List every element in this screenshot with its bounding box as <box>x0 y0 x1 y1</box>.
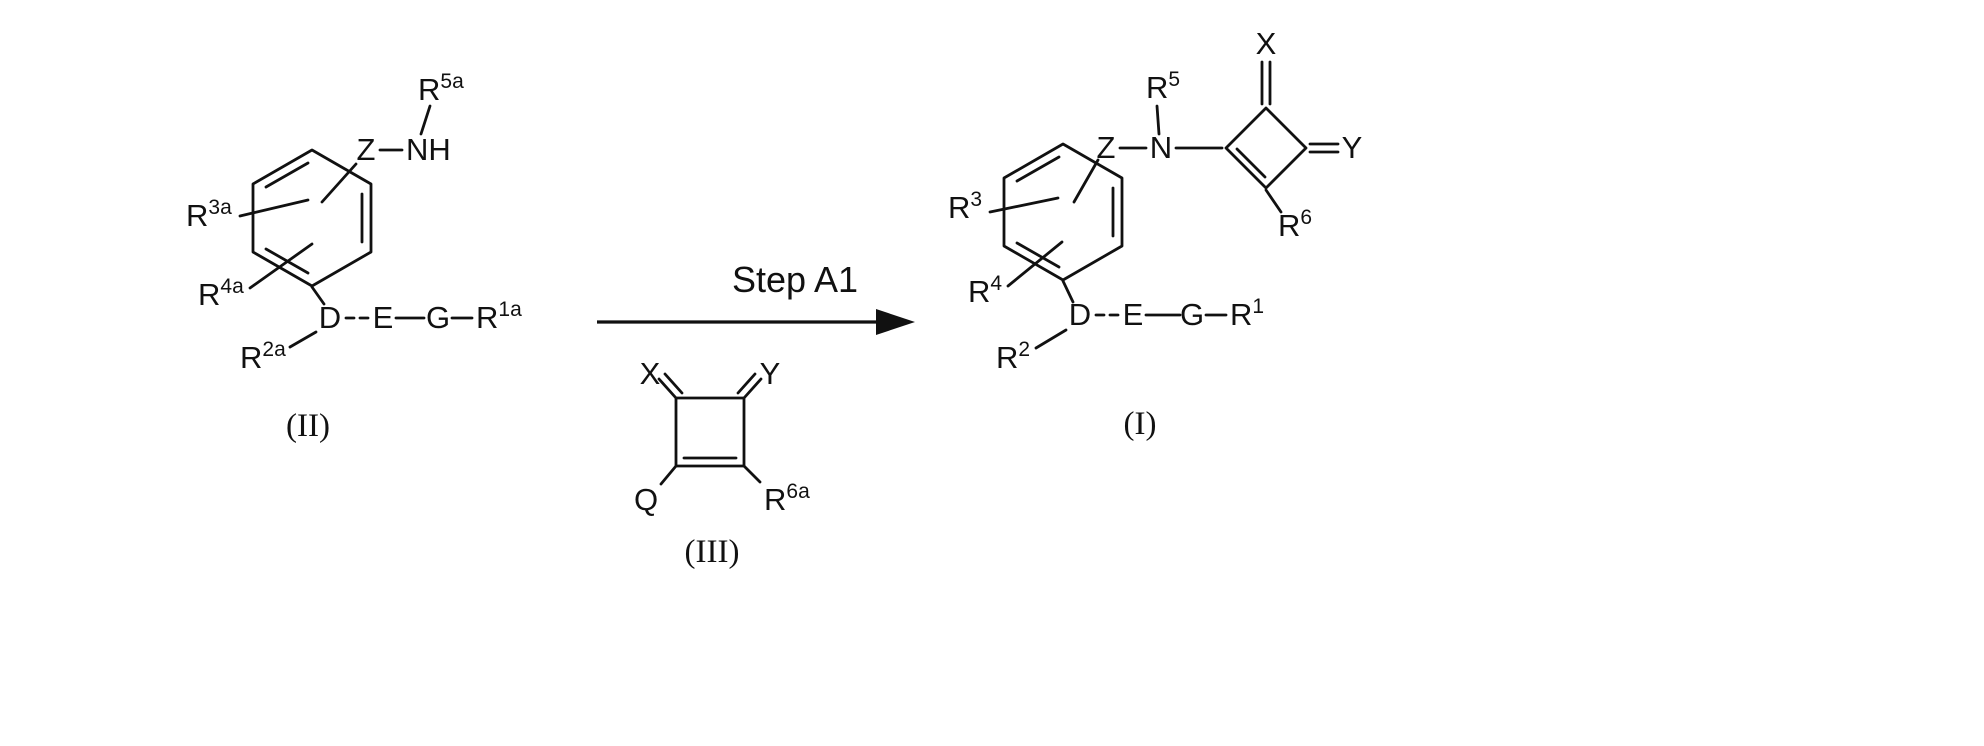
product-structure-I: X R5 Z N Y R6 R3 R4 R2 D E G R1 (I) <box>948 26 1362 442</box>
benzene-ring <box>251 148 373 288</box>
aromatic-inner-bonds <box>1015 155 1115 269</box>
label-r4a: R4a <box>198 275 244 312</box>
compound-id-I: (I) <box>1124 406 1157 442</box>
label-r1: R1 <box>1230 295 1264 332</box>
label-nh: NH <box>406 132 451 167</box>
step-label: Step A1 <box>732 259 858 300</box>
reactant-structure-II: R5a Z NH R3a R4a R2a D E G R1a (II) <box>186 70 522 444</box>
label-r3a: R3a <box>186 196 232 233</box>
r6-bond <box>1264 188 1283 214</box>
label-r2a: R2a <box>240 338 286 375</box>
ring-d-bond <box>1061 279 1075 304</box>
label-e: E <box>373 300 394 335</box>
label-z: Z <box>357 132 376 167</box>
r6a-bond <box>742 464 762 484</box>
label-z: Z <box>1097 130 1116 165</box>
z-attachment-bond <box>320 162 358 204</box>
x-double-bond <box>657 372 684 400</box>
label-r6a: R6a <box>764 480 810 517</box>
ring-d-bond <box>310 285 326 306</box>
n-r5-bond <box>1155 104 1161 136</box>
label-r5: R5 <box>1146 68 1180 105</box>
cyclobutene-ring <box>674 396 746 468</box>
y-double-bond <box>736 372 763 400</box>
label-e: E <box>1123 297 1144 332</box>
aromatic-inner-bonds <box>264 161 364 275</box>
label-d: D <box>1069 297 1091 332</box>
compound-id-III: (III) <box>685 534 740 570</box>
r4-bond <box>1006 240 1064 288</box>
label-g: G <box>426 300 450 335</box>
label-r5a: R5a <box>418 70 464 107</box>
label-d: D <box>319 300 341 335</box>
x-double-bond <box>1260 60 1272 106</box>
reaction-arrow: Step A1 <box>597 259 915 335</box>
label-n: N <box>1150 130 1172 165</box>
label-x: X <box>1256 26 1277 61</box>
r2-d-bond <box>1034 328 1068 350</box>
y-double-bond <box>1308 142 1340 154</box>
label-r4: R4 <box>968 272 1002 309</box>
q-bond <box>659 464 678 486</box>
label-r2: R2 <box>996 338 1030 375</box>
r2a-d-bond <box>288 330 318 349</box>
label-x: X <box>640 356 661 391</box>
r3-bond <box>988 196 1060 214</box>
label-y: Y <box>760 356 781 391</box>
label-r3: R3 <box>948 188 982 225</box>
label-r1a: R1a <box>476 298 522 335</box>
r3a-bond <box>238 198 310 218</box>
label-q: Q <box>634 482 658 517</box>
r4a-bond <box>248 242 314 290</box>
reagent-structure-III: X Y Q R6a (III) <box>634 356 810 570</box>
label-g: G <box>1180 297 1204 332</box>
cyclobutenone-ring <box>1224 106 1308 190</box>
label-r6: R6 <box>1278 206 1312 243</box>
z-attachment-bond <box>1072 158 1100 204</box>
label-y: Y <box>1342 130 1363 165</box>
compound-id-II: (II) <box>286 408 330 444</box>
arrow-head <box>876 309 915 335</box>
ring-double-bond-inner <box>1235 147 1267 179</box>
nh-r5a-bond <box>419 104 432 136</box>
